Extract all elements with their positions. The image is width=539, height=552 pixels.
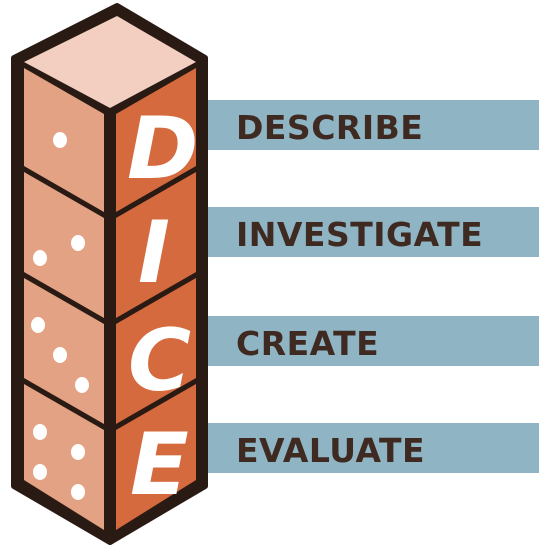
label-create: CREATE [236, 324, 379, 363]
band-evaluate: EVALUATE [180, 423, 539, 473]
pip [71, 484, 85, 500]
band-investigate-bar [180, 207, 539, 257]
die-face-four [33, 424, 85, 500]
pip [33, 250, 47, 266]
pip [53, 132, 67, 148]
cube-top-face [24, 16, 196, 108]
pip [71, 235, 85, 251]
right-face-4 [116, 384, 196, 530]
band-describe-bar [180, 100, 539, 150]
label-investigate: INVESTIGATE [236, 215, 483, 254]
cube-letter-d: D [127, 99, 198, 199]
band-create: CREATE [180, 316, 539, 366]
pip [53, 347, 67, 363]
pip [71, 444, 85, 460]
band-create-bar [180, 316, 539, 366]
cube-letter-c: C [128, 311, 191, 411]
band-evaluate-bar [180, 423, 539, 473]
cube-letter-e: E [130, 415, 189, 515]
right-face-3 [116, 278, 196, 424]
left-face-2 [24, 172, 104, 318]
label-evaluate: EVALUATE [236, 431, 425, 470]
die-face-two [33, 235, 85, 266]
cube-letter-i: I [138, 203, 170, 303]
label-describe: DESCRIBE [236, 108, 423, 147]
die-face-three [31, 317, 89, 393]
pip [75, 377, 89, 393]
dice-tower: D I C E [11, 3, 208, 545]
band-describe: DESCRIBE [180, 100, 539, 150]
right-face-1 [116, 68, 196, 212]
die-face-one [53, 132, 67, 148]
band-investigate: INVESTIGATE [180, 207, 539, 257]
pip [31, 317, 45, 333]
pip [33, 464, 47, 480]
right-face-2 [116, 172, 196, 318]
pip [33, 424, 47, 440]
